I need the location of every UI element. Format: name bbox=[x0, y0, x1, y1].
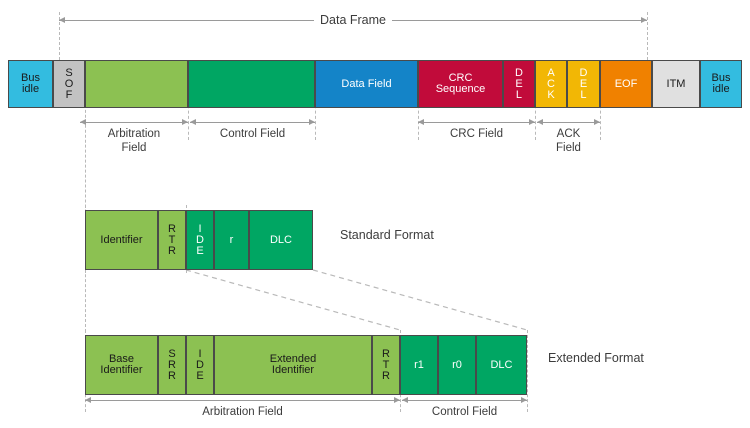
measure-label-crc-field: CRC Field bbox=[449, 128, 504, 140]
frame-cell-label: r0 bbox=[452, 358, 462, 371]
frame-cell-r0: r0 bbox=[438, 335, 476, 395]
measure-ack-field bbox=[537, 119, 600, 125]
frame-cell-identifier: Identifier bbox=[85, 210, 158, 270]
measure-arbitration-field-ext bbox=[85, 397, 400, 403]
measure-label-control-field-ext: Control Field bbox=[431, 406, 498, 418]
measure-control-field-ext bbox=[402, 397, 527, 403]
guide-arbitration-start bbox=[85, 60, 86, 332]
standard-format-label: Standard Format bbox=[340, 228, 434, 242]
frame-cell-r1: r1 bbox=[400, 335, 438, 395]
measure-control-field bbox=[190, 119, 315, 125]
frame-cell-r: r bbox=[214, 210, 249, 270]
frame-cell-control bbox=[188, 60, 315, 108]
guide-sof-start bbox=[59, 12, 60, 60]
frame-cell-label: DLC bbox=[490, 358, 513, 371]
frame-cell-label: EOF bbox=[614, 77, 638, 90]
frame-cell-label: r1 bbox=[414, 358, 424, 371]
guide-arbitration-end bbox=[188, 100, 189, 140]
guide-ack-end bbox=[600, 100, 601, 140]
connector-row-right bbox=[312, 269, 528, 331]
frame-cell-dlc-ext: DLC bbox=[476, 335, 527, 395]
frame-cell-dlc: DLC bbox=[249, 210, 313, 270]
connector-ide-left bbox=[185, 269, 401, 331]
guide-ext-row-end bbox=[527, 330, 528, 412]
frame-cell-label: Identifier bbox=[100, 233, 143, 246]
measure-arbitration-field bbox=[80, 119, 188, 125]
guide-crc-end bbox=[535, 100, 536, 140]
frame-cell-itm: ITM bbox=[652, 60, 700, 108]
measure-label-data-frame: Data Frame bbox=[314, 13, 392, 27]
extended-format-label: Extended Format bbox=[548, 351, 644, 365]
frame-cell-data-field: Data Field bbox=[315, 60, 418, 108]
measure-crc-field bbox=[418, 119, 535, 125]
frame-cell-label: DLC bbox=[269, 233, 292, 246]
measure-label-arbitration-field-ext: Arbitration Field bbox=[202, 406, 283, 418]
frame-cell-eof: EOF bbox=[600, 60, 652, 108]
guide-frame-end bbox=[647, 12, 648, 60]
measure-label-control-field: Control Field bbox=[219, 128, 286, 140]
frame-cell-arbitration bbox=[85, 60, 188, 108]
frame-cell-label: Data Field bbox=[341, 77, 392, 90]
guide-control-end bbox=[315, 100, 316, 140]
frame-cell-label: ITM bbox=[666, 77, 686, 90]
frame-cell-label: r bbox=[229, 233, 234, 246]
